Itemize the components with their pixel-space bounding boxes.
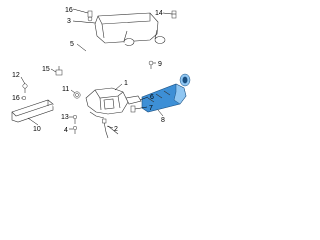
intermediate-pipe	[55, 42, 129, 64]
nut-4	[72, 125, 78, 134]
callout-1: 1	[124, 80, 128, 87]
callout-16-top: 16	[65, 7, 73, 14]
callout-15: 15	[42, 66, 50, 73]
callout-5: 5	[70, 41, 74, 48]
callout-7: 7	[149, 105, 153, 112]
callout-9: 9	[158, 61, 162, 68]
callout-4: 4	[64, 127, 68, 134]
pipe-6	[125, 95, 142, 105]
exhaust-system-diagram: 16 3 14 5 15 12 16 11 10 1 6 7 2 9 8 13 …	[11, 7, 191, 139]
gasket-11	[73, 91, 81, 99]
clamp-14	[171, 10, 177, 19]
stud-13	[72, 114, 78, 124]
callout-11: 11	[62, 86, 69, 93]
hanger-16-top	[87, 10, 93, 22]
catalytic-converter-8	[141, 73, 191, 113]
bolt-9	[148, 60, 154, 69]
callout-12: 12	[12, 72, 20, 79]
bracket-7	[130, 105, 136, 113]
rear-muffler	[94, 12, 166, 46]
callout-2: 2	[114, 126, 118, 133]
callout-6: 6	[150, 94, 154, 101]
front-muffler	[11, 93, 76, 123]
bolt-12	[22, 83, 28, 93]
callout-14: 14	[155, 10, 163, 17]
callout-8: 8	[161, 117, 165, 124]
oxygen-sensor-2	[102, 118, 119, 139]
callout-16-bottom: 16	[12, 95, 20, 102]
callout-13: 13	[61, 114, 69, 121]
callout-10: 10	[33, 126, 41, 133]
callout-3: 3	[67, 18, 71, 25]
converter-assembly	[85, 87, 129, 119]
hanger-16-bottom	[21, 95, 27, 101]
leader-lines	[20, 8, 173, 130]
bracket-15	[55, 66, 63, 76]
